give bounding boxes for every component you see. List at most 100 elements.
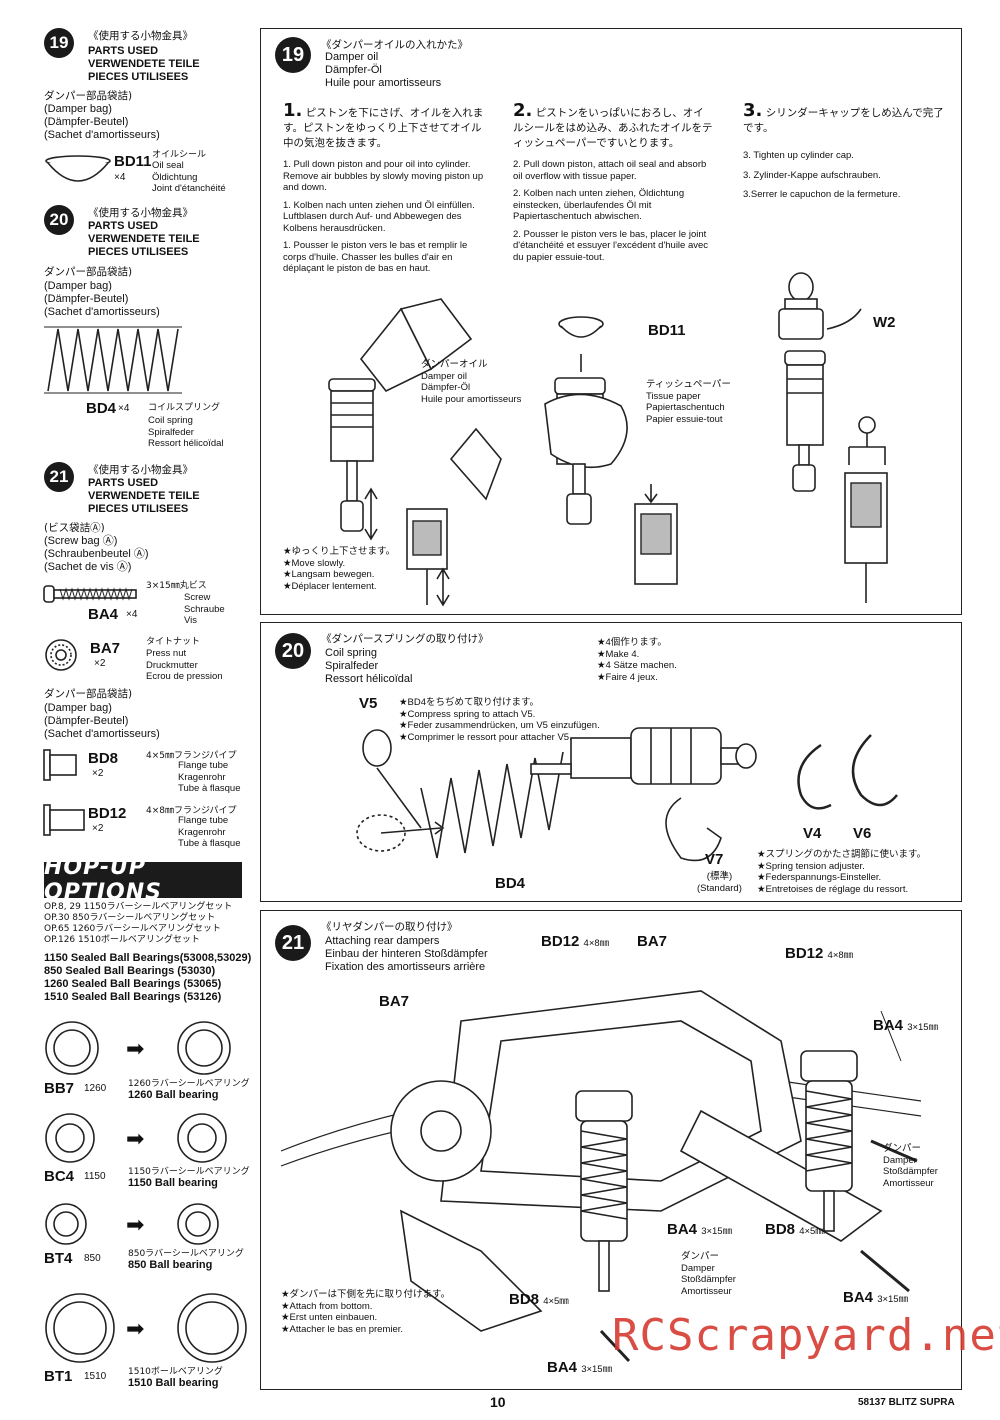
ba7-qty: ×2 — [94, 658, 106, 669]
bd12-code: BD12 — [88, 805, 127, 822]
step-19-3-num: 3. — [743, 100, 763, 121]
s20-bag-fr: (Sachet d'amortisseurs) — [44, 306, 160, 318]
ba7-code: BA7 — [90, 640, 121, 657]
v6-label: V6 — [853, 825, 872, 842]
bearing-3-upgrade-icon — [177, 1293, 247, 1363]
step-19-col-3: 3. シリンダーキャップをしめ込んで完了です。 3. Tighten up cy… — [743, 100, 948, 201]
ba4-callout-right: BA4 3×15㎜ — [873, 1017, 939, 1034]
step-19-2-de: 2. Kolben nach unten ziehen, Öldichtung … — [513, 188, 685, 222]
step-19-2-fr: 2. Pousser le piston vers le bas, placer… — [513, 228, 709, 263]
step-20-badge: 20 — [44, 205, 74, 235]
make-4-note: ★4個作ります。 ★Make 4. ★4 Sätze machen. ★Fair… — [597, 637, 677, 683]
s19-bag-de: (Dämpfer-Beutel) — [44, 116, 129, 128]
w2-callout: W2 — [873, 314, 896, 331]
bearing-0-upgrade-icon — [177, 1021, 231, 1075]
bd12-callout-b: BD12 4×8㎜ — [785, 945, 854, 962]
screw-icon — [43, 585, 137, 603]
s21-screwbag-en: (Screw bag Ⓐ) — [44, 535, 118, 547]
s21-parts-en: PARTS USED — [88, 477, 159, 489]
step-21-title-fr: Fixation des amortisseurs arrière — [325, 961, 486, 973]
bd11-code: BD11 — [114, 153, 152, 170]
bd8-jp: 4×5㎜フランジパイプ — [146, 751, 237, 761]
bearing-jp: 1510ボールベアリング — [128, 1367, 223, 1377]
step-21-badge: 21 — [44, 462, 74, 492]
step-20-panel: 20 《ダンパースプリングの取り付け》 Coil spring Spiralfe… — [260, 622, 962, 902]
bearing-en: 1150 Ball bearing — [128, 1177, 218, 1189]
bearing-code: BT4 — [44, 1250, 73, 1267]
bd8-desc: Flange tube Kragenrohr Tube à flasque — [178, 760, 241, 794]
s20-bag-de: (Dämpfer-Beutel) — [44, 293, 129, 305]
step-20-number: 20 — [275, 633, 311, 669]
oil-fill-illustration — [328, 298, 502, 607]
s21-bag-jp: ダンパー部品袋詰) — [44, 688, 133, 700]
s20-bag-en: (Damper bag) — [44, 280, 112, 292]
bearing-1-upgrade-icon — [177, 1113, 227, 1163]
hop-up-options-banner: HOP-UP OPTIONS — [44, 855, 242, 905]
bearing-size: 1510 — [84, 1371, 107, 1382]
s20-jp-heading: 《使用する小物金具》 — [88, 207, 193, 219]
s21-parts-de: VERWENDETE TEILE — [88, 490, 200, 502]
ba4-qty: ×4 — [126, 609, 138, 620]
bearing-en: 1260 Ball bearing — [128, 1089, 219, 1101]
bearing-2-upgrade-icon — [177, 1203, 219, 1245]
bd12-jp: 4×8㎜フランジパイプ — [146, 806, 237, 816]
step-19-3-fr: 3.Serrer le capuchon de la fermeture. — [743, 189, 901, 200]
bearing-size: 850 — [84, 1253, 101, 1264]
s19-bag-fr: (Sachet d'amortisseurs) — [44, 129, 160, 141]
s20-bag-jp: ダンパー部品袋詰) — [44, 266, 133, 278]
model-number: 58137 BLITZ SUPRA — [858, 1397, 955, 1408]
s21-screwbag-fr: (Sachet de vis Ⓐ) — [44, 561, 132, 573]
rear-chassis-illustration — [280, 990, 922, 1363]
bearing-code: BT1 — [44, 1368, 73, 1385]
step-19-3-jp: シリンダーキャップをしめ込んで完了です。 — [743, 107, 944, 134]
step-19-3-en: 3. Tighten up cylinder cap. — [743, 150, 854, 161]
bd8-code: BD8 — [88, 750, 119, 767]
bearing-code: BC4 — [44, 1168, 75, 1185]
bearing-en: 1510 Ball bearing — [128, 1377, 219, 1389]
bearing-1-original-icon — [45, 1113, 95, 1163]
bd12-desc: Flange tube Kragenrohr Tube à flasque — [178, 815, 241, 849]
bd11-jp: オイルシール — [152, 150, 207, 160]
page-number: 10 — [490, 1394, 506, 1410]
step-19-col-1: 1. ピストンを下にさげ、オイルを入れます。ピストンをゆっくり上下させてオイル中… — [283, 100, 488, 275]
step-19-number: 19 — [275, 37, 311, 73]
bd11-callout: BD11 — [648, 322, 686, 339]
step-21-title-de: Einbau der hinteren Stoßdämpfer — [325, 948, 488, 960]
compress-spring-note: ★BD4をちぢめて取り付けます。 ★Compress spring to att… — [399, 697, 600, 743]
damper-oil-label: ダンパーオイル Damper oil Dämpfer-Öl Huile pour… — [421, 359, 522, 405]
oil-seal-icon — [45, 155, 111, 182]
step-19-1-jp: ピストンを下にさげ、オイルを入れます。ピストンをゆっくり上下させてオイル中の気泡… — [283, 107, 484, 149]
ba4-desc: Screw Schraube Vis — [184, 592, 225, 626]
watermark: RCScrapyard.net — [612, 1310, 1000, 1361]
bd4-qty: ×4 — [118, 403, 130, 414]
move-slowly-note: ★ゆっくり上下させます。 ★Move slowly. ★Langsam bewe… — [283, 546, 396, 592]
ba4-callout-low-right: BA4 3×15㎜ — [843, 1289, 909, 1306]
s21-bag-en: (Damper bag) — [44, 702, 112, 714]
bd8-qty: ×2 — [92, 768, 104, 779]
bearing-0-original-icon — [45, 1021, 99, 1075]
bd4-code: BD4 — [86, 400, 117, 417]
s21-screwbag-de: (Schraubenbeutel Ⓐ) — [44, 548, 149, 560]
bd8-callout-mid: BD8 4×5㎜ — [765, 1221, 825, 1238]
cylinder-cap-illustration — [778, 272, 888, 603]
arrow-right-icon: ➡ — [126, 1126, 145, 1151]
step-19-1-num: 1. — [283, 100, 303, 121]
step-19-badge: 19 — [44, 28, 74, 58]
s19-bag-jp: ダンパー部品袋詰) — [44, 90, 133, 102]
s19-parts-fr: PIECES UTILISEES — [88, 71, 189, 83]
s21-bag-fr: (Sachet d'amortisseurs) — [44, 728, 160, 740]
s21-screwbag-jp: (ビス袋詰Ⓐ) — [44, 522, 105, 534]
bd4-desc: Coil spring Spiralfeder Ressort hélicoïd… — [148, 415, 224, 449]
spring-tension-note: ★スプリングのかたさ調節に使います。 ★Spring tension adjus… — [757, 849, 927, 895]
bearing-size: 1260 — [84, 1083, 107, 1094]
s19-bag-en: (Damper bag) — [44, 103, 112, 115]
step-19-1-en: 1. Pull down piston and pour oil into cy… — [283, 159, 484, 193]
ba7-callout-left: BA7 — [379, 993, 410, 1010]
bearing-jp: 850ラバーシールベアリング — [128, 1249, 244, 1259]
arrow-right-icon: ➡ — [126, 1212, 145, 1237]
spring-assembly-illustration — [356, 727, 757, 862]
bd12-callout-a: BD12 4×8㎜ — [541, 933, 610, 950]
step-19-col-2: 2. ピストンをいっぱいにおろし、オイルシールをはめ込み、あふれたオイルをティッ… — [513, 102, 713, 263]
ba7-callout-top: BA7 — [637, 933, 668, 950]
step-20-title-jp: 《ダンパースプリングの取り付け》 — [321, 633, 489, 645]
